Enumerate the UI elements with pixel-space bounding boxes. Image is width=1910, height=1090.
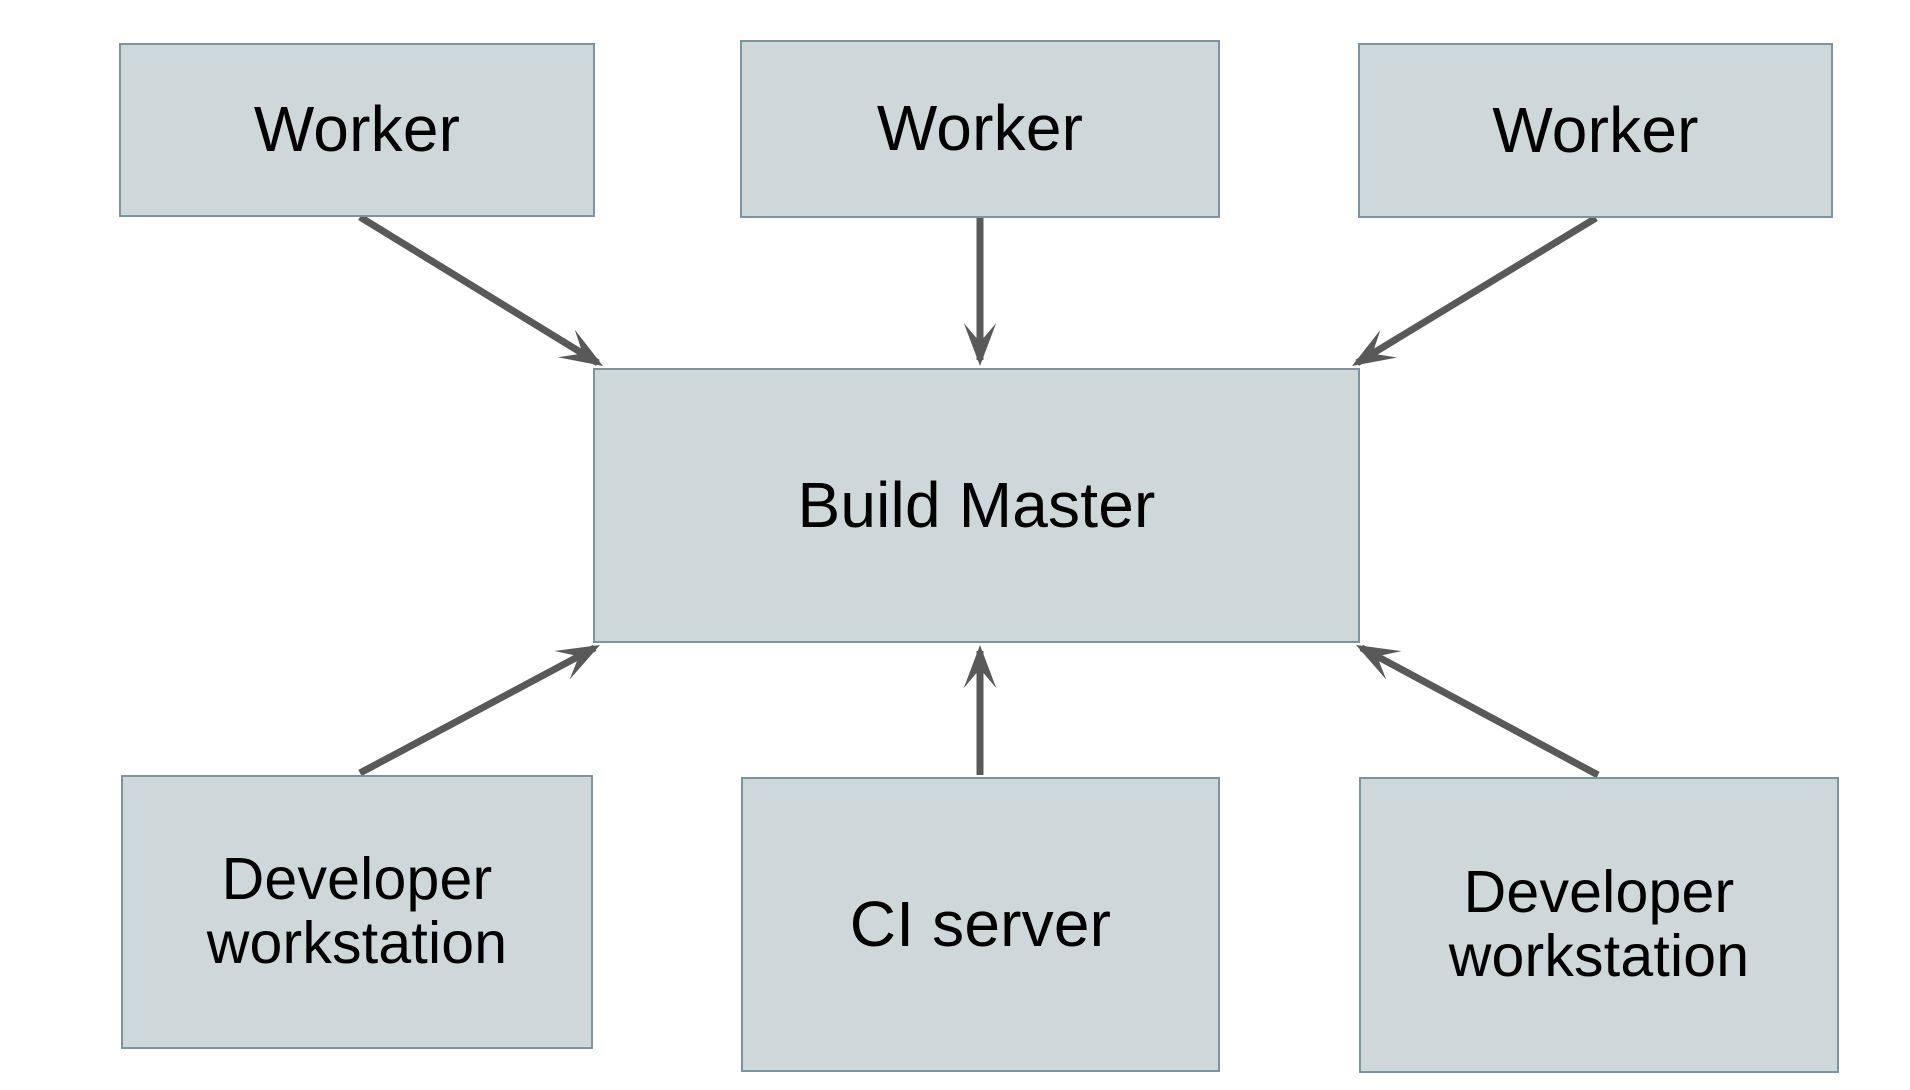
node-label: Worker: [876, 92, 1084, 165]
node-worker-left[interactable]: Worker: [119, 43, 595, 217]
node-dev-workstation-right[interactable]: Developer workstation: [1359, 777, 1839, 1073]
edge-dev-right-to-master: [1356, 644, 1600, 779]
edge-dev-left-to-master: [358, 644, 600, 777]
node-label: Build Master: [797, 468, 1156, 541]
node-ci-server[interactable]: CI server: [741, 777, 1220, 1072]
node-label: Developer workstation: [1448, 859, 1750, 989]
node-label: Worker: [1492, 93, 1699, 166]
edge-worker-left-to-master: [358, 214, 603, 366]
node-label: CI server: [849, 887, 1112, 960]
edge-worker-right-to-master: [1352, 215, 1598, 366]
edge-worker-center-to-master: [963, 218, 997, 366]
node-worker-center[interactable]: Worker: [740, 40, 1220, 218]
node-label: Developer workstation: [206, 846, 508, 976]
node-worker-right[interactable]: Worker: [1358, 43, 1833, 218]
node-dev-workstation-left[interactable]: Developer workstation: [121, 775, 593, 1049]
node-build-master[interactable]: Build Master: [593, 368, 1360, 643]
edge-ci-server-to-master: [963, 645, 997, 775]
node-label: Worker: [253, 93, 461, 166]
